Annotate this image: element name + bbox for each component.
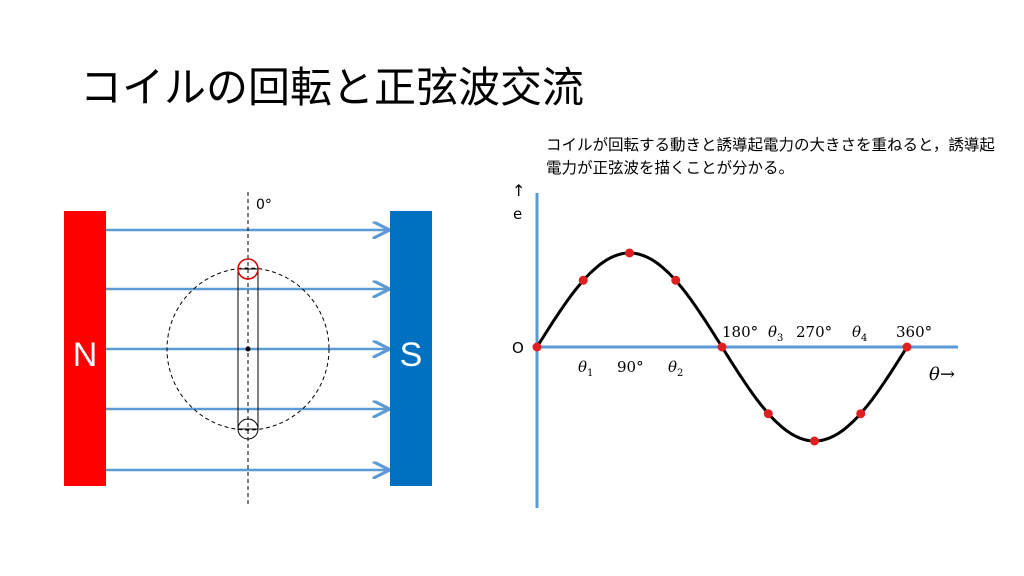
sine-point bbox=[763, 409, 773, 419]
tick-270: 270° bbox=[796, 323, 832, 341]
sine-points bbox=[532, 248, 912, 446]
slide-title: コイルの回転と正弦波交流 bbox=[80, 63, 585, 112]
sine-point bbox=[532, 342, 542, 352]
south-label: S bbox=[400, 336, 423, 374]
north-pole bbox=[64, 211, 106, 486]
y-axis-arrow: ↑ bbox=[512, 181, 525, 200]
caption-text: コイルが回転する動きと誘導起電力の大きさを重ねると，誘導起電力が正弦波を描くこと… bbox=[546, 136, 995, 177]
x-axis-label: θ→ bbox=[929, 364, 955, 385]
rotation-path bbox=[166, 267, 330, 431]
sine-point bbox=[902, 342, 912, 352]
tick-theta1: θ1 bbox=[578, 358, 593, 379]
sine-point bbox=[671, 275, 681, 285]
angle-label: 0° bbox=[256, 197, 272, 213]
north-label: N bbox=[73, 336, 98, 374]
tick-theta3: θ3 bbox=[768, 323, 783, 344]
sine-point bbox=[578, 275, 588, 285]
coil-conductor-top bbox=[237, 258, 259, 280]
tick-theta4: θ4 bbox=[852, 323, 867, 344]
south-pole bbox=[390, 211, 432, 486]
coil-center bbox=[245, 346, 251, 352]
sine-point bbox=[810, 436, 819, 446]
sine-point bbox=[717, 342, 727, 352]
tick-360: 360° bbox=[896, 323, 932, 341]
sine-graph: ↑ e O θ→ θ1 90° θ2 180° θ3 270° θ4 360° bbox=[512, 181, 958, 508]
tick-labels: θ1 90° θ2 180° θ3 270° θ4 360° bbox=[578, 323, 932, 379]
coil bbox=[237, 268, 259, 430]
y-axis-label: e bbox=[513, 205, 522, 223]
coil-conductor-bottom bbox=[237, 418, 259, 440]
tick-90: 90° bbox=[617, 358, 644, 376]
tick-180: 180° bbox=[722, 323, 758, 341]
sine-point bbox=[856, 409, 866, 419]
magnet-diagram: N S 0° bbox=[64, 192, 432, 506]
origin-label: O bbox=[512, 339, 524, 357]
sine-point bbox=[625, 248, 634, 258]
tick-theta2: θ2 bbox=[668, 358, 683, 379]
